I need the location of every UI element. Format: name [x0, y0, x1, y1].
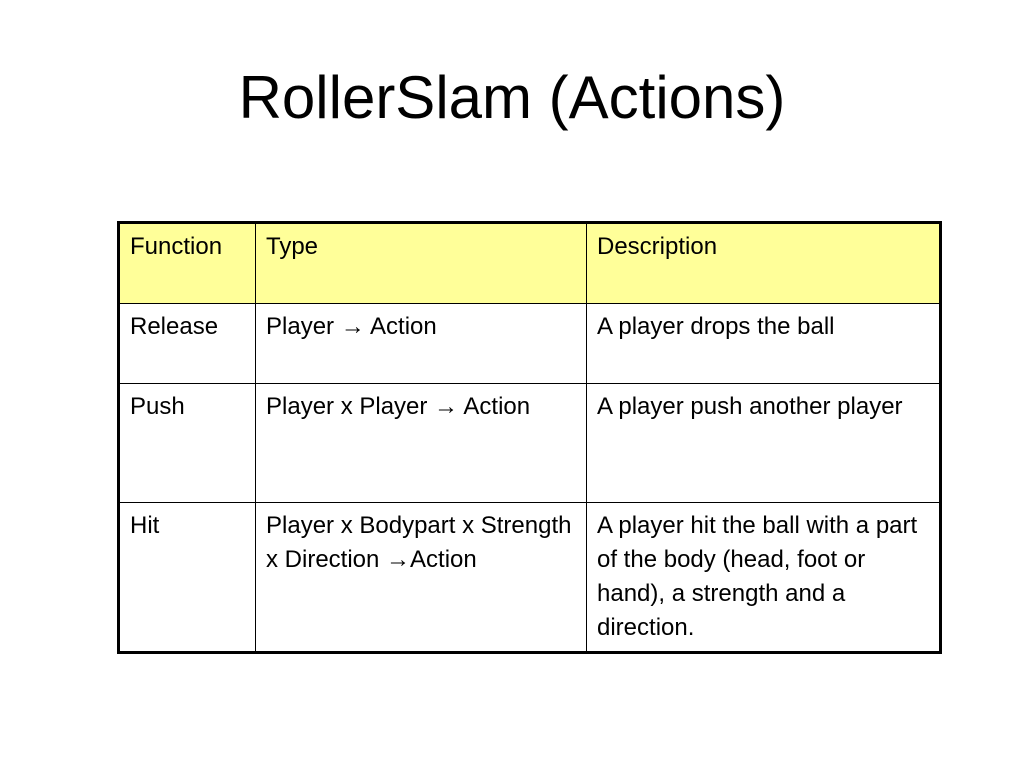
description-cell: A player push another player: [586, 383, 941, 503]
header-function: Function: [118, 222, 256, 304]
slide-title: RollerSlam (Actions): [238, 64, 786, 131]
description-cell: A player drops the ball: [586, 303, 941, 384]
function-cell: Hit: [118, 502, 256, 653]
type-cell: Player x Bodypart x Strength x Direction…: [255, 502, 587, 653]
table-header-row: Function Type Description: [118, 222, 941, 304]
header-type: Type: [255, 222, 587, 304]
table-row: Push Player x Player → Action A player p…: [118, 383, 941, 503]
type-cell: Player x Player → Action: [255, 383, 587, 503]
function-cell: Push: [118, 383, 256, 503]
table-row: Release Player → Action A player drops t…: [118, 303, 941, 384]
type-cell: Player → Action: [255, 303, 587, 384]
table-row: Hit Player x Bodypart x Strength x Direc…: [118, 502, 941, 653]
description-cell: A player hit the ball with a part of the…: [586, 502, 941, 653]
header-description: Description: [586, 222, 941, 304]
function-cell: Release: [118, 303, 256, 384]
actions-table: Function Type Description Release Player…: [117, 221, 942, 654]
